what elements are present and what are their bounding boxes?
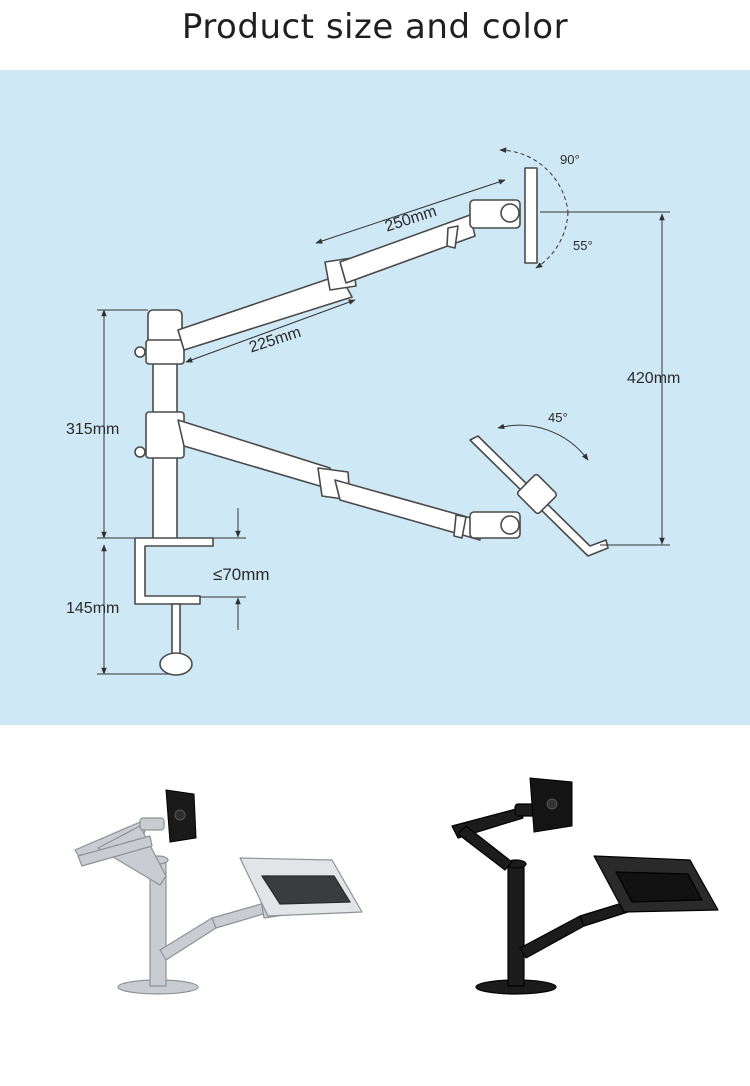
- page-title: Product size and color: [181, 7, 569, 47]
- black-upper-arm-outer: [457, 825, 513, 871]
- clamp-pad: [159, 652, 193, 676]
- monitor-tilt-up-arc: [499, 147, 569, 213]
- upper-arm-gas-spring: [446, 225, 459, 249]
- upper-collar-knob: [134, 346, 146, 358]
- laptop-tilt-label: 45°: [548, 410, 568, 425]
- black-variant: [451, 803, 719, 995]
- lower-collar: [145, 411, 185, 459]
- silver-monitor-head: [139, 817, 165, 831]
- monitor-pivot: [500, 203, 520, 223]
- silver-vesa-plate: [165, 789, 197, 843]
- silver-lower-arm-outer: [211, 901, 271, 929]
- silver-monitor-arm: [77, 835, 153, 867]
- black-tray-surface: [615, 871, 703, 903]
- monitor-tilt-down-label: 55°: [573, 238, 593, 253]
- arm-span-label: 420mm: [627, 370, 680, 387]
- upper-arm-dimension-line: [315, 179, 506, 244]
- black-vesa-plate: [529, 777, 573, 833]
- pole-height-label: 315mm: [66, 421, 119, 438]
- silver-variant: [74, 817, 363, 995]
- lower-arm-gas-spring: [453, 514, 467, 539]
- desk-clamp: [134, 537, 214, 605]
- laptop-tilt-arc: [497, 423, 589, 461]
- laptop-pivot: [500, 515, 520, 535]
- lower-arm-length-label: 225mm: [247, 324, 303, 357]
- vesa-plate: [524, 167, 538, 264]
- color-variants-illustration: [74, 777, 719, 995]
- silver-upper-arm-outer: [97, 825, 167, 886]
- lower-collar-knob: [134, 446, 146, 458]
- clamp-opening-label: ≤70mm: [213, 565, 270, 584]
- monitor-tilt-down-arc: [535, 211, 569, 269]
- clamp-screw: [171, 603, 181, 657]
- black-pole: [507, 861, 525, 987]
- clamp-height-label: 145mm: [66, 600, 119, 617]
- dimension-diagram: 250mm 225mm 315mm 420mm 145mm ≤70mm 90° …: [0, 70, 750, 725]
- lower-arm-outer: [334, 479, 481, 541]
- tray-bracket: [516, 473, 558, 515]
- upper-collar: [145, 339, 185, 365]
- black-lower-arm: [519, 915, 585, 959]
- monitor-tilt-up-label: 90°: [560, 152, 580, 167]
- product-photos: [0, 725, 750, 1086]
- arm-line-drawing: 250mm 225mm 315mm 420mm 145mm ≤70mm 90° …: [66, 147, 680, 676]
- lower-arm-inner: [177, 419, 341, 493]
- silver-tray-surface: [261, 875, 351, 905]
- silver-lower-arm: [159, 917, 217, 961]
- lower-arm-dimension-line: [185, 299, 356, 363]
